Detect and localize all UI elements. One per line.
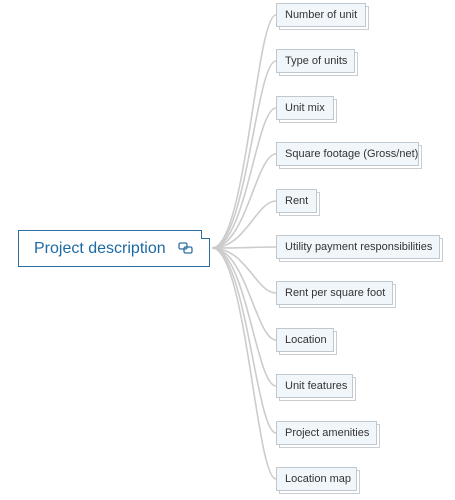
connector-line — [211, 246, 277, 249]
topic-node-box — [276, 281, 393, 305]
topic-node-box — [276, 235, 440, 259]
topic-node-label: Unit mix — [285, 102, 325, 114]
topic-node[interactable]: Rent — [276, 189, 320, 216]
connector-line — [211, 247, 277, 294]
topic-node[interactable]: Location map — [276, 467, 360, 494]
topic-node-box — [276, 142, 419, 166]
connector-line — [211, 247, 277, 434]
topic-node-label: Type of units — [285, 55, 348, 67]
connector-line — [211, 247, 277, 480]
topic-node-label: Number of unit — [285, 9, 358, 21]
connector-line — [211, 247, 277, 341]
topic-node[interactable]: Number of unit — [276, 3, 369, 30]
topic-node[interactable]: Location — [276, 328, 337, 355]
topic-node-label: Rent — [285, 195, 309, 207]
topic-node-box — [276, 96, 334, 120]
root-topic-label: Project description — [34, 240, 166, 257]
topic-node-box — [276, 3, 366, 27]
topic-node-label: Project amenities — [285, 427, 370, 439]
topic-node[interactable]: Project amenities — [276, 421, 380, 448]
connector-line — [211, 247, 277, 387]
topic-node-box — [276, 189, 317, 213]
topic-node-box — [276, 467, 357, 491]
topic-node[interactable]: Unit mix — [276, 96, 337, 123]
root-topic[interactable] — [18, 230, 210, 267]
topic-node-label: Location — [285, 334, 327, 346]
topic-node-box — [276, 421, 377, 445]
topic-node-label: Utility payment responsibilities — [285, 241, 433, 253]
connector-line — [211, 153, 277, 249]
topic-node[interactable]: Unit features — [276, 374, 356, 401]
topic-node-label: Square footage (Gross/net) — [285, 148, 419, 160]
connector-line — [211, 14, 277, 249]
connector-line — [211, 60, 277, 249]
topic-node[interactable]: Square footage (Gross/net) — [276, 142, 422, 169]
topic-node-label: Rent per square foot — [285, 287, 386, 299]
topic-node[interactable]: Rent per square foot — [276, 281, 396, 308]
linked-topic-icon — [178, 242, 193, 254]
connector-line — [211, 107, 277, 249]
topic-node-box — [276, 374, 353, 398]
topic-node[interactable]: Utility payment responsibilities — [276, 235, 443, 262]
topic-node-label: Location map — [285, 473, 352, 485]
topic-node-box — [276, 328, 334, 352]
topic-node[interactable]: Type of units — [276, 49, 358, 76]
root-topic-folded-corner — [201, 230, 210, 239]
connector-line — [211, 200, 277, 249]
topic-node-box — [276, 49, 355, 73]
topic-node-label: Unit features — [285, 380, 348, 392]
